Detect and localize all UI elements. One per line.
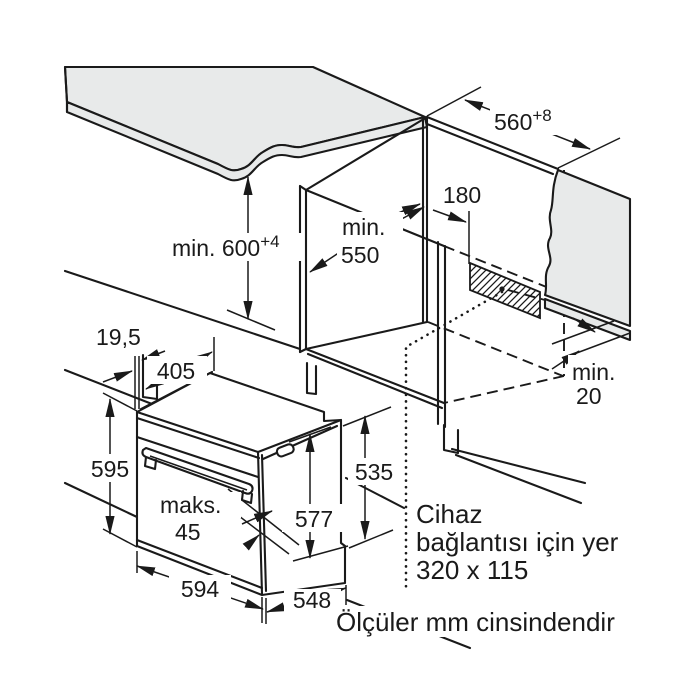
label-niche-depth-2: 550 <box>341 242 379 268</box>
connection-point-dot <box>499 286 505 292</box>
side-grip-recess <box>275 443 295 458</box>
label-backgrounds <box>84 102 635 637</box>
dim-handle-leader <box>241 510 273 525</box>
oven-drawing <box>135 370 347 597</box>
connection-area-hatch <box>469 261 541 320</box>
countertop-left-edge <box>63 65 69 114</box>
connection-note-line2: bağlantısı için yer <box>416 527 619 557</box>
extension-lines <box>102 86 621 624</box>
label-rear-gap-2: 20 <box>576 383 602 409</box>
label-handle-1: maks. <box>160 492 221 518</box>
label-oven-width: 594 <box>181 576 220 602</box>
wall-cutaway <box>543 168 632 358</box>
label-handle-2: 45 <box>175 519 201 545</box>
label-niche-height: min. 600+4 <box>172 232 280 261</box>
oven-door-handle <box>141 446 254 505</box>
label-side-height: 535 <box>355 459 393 485</box>
label-conn-offset: 180 <box>443 182 481 208</box>
dimension-labels: min. 600+4 min. 550 560+8 180 min. 20 19… <box>91 106 616 613</box>
label-oven-height: 595 <box>91 456 129 482</box>
countertop-top-surface <box>63 65 427 172</box>
wall-panel <box>543 168 632 328</box>
label-niche-depth-1: min. <box>342 214 385 240</box>
text-annotations: Cihaz bağlantısı için yer 320 x 115 Ölçü… <box>336 499 619 637</box>
cabinet-legs <box>141 353 587 505</box>
dim-overhang-arrow1 <box>102 370 133 383</box>
label-front-overhang: 19,5 <box>96 324 141 350</box>
dim-rear-gap-arrow1 <box>551 350 580 370</box>
units-footer: Ölçüler mm cinsindendir <box>336 607 615 637</box>
dim-rear-gap-arrow2 <box>572 317 596 333</box>
label-body-height: 577 <box>295 506 333 532</box>
connection-leader-dotted <box>404 290 504 590</box>
connection-area <box>404 261 541 590</box>
label-niche-width: 560+8 <box>494 106 552 135</box>
connection-note-line3: 320 x 115 <box>416 555 528 585</box>
dim-conn-offset-arrow2 <box>432 209 467 223</box>
niche-left-wall <box>298 115 429 354</box>
dim-handle-arrow2 <box>242 534 260 551</box>
label-top-depth: 405 <box>157 358 195 384</box>
connection-note-line1: Cihaz <box>416 499 482 529</box>
label-rear-gap-1: min. <box>572 359 615 385</box>
label-oven-depth: 548 <box>293 587 331 613</box>
countertop <box>63 65 429 182</box>
niche-cabinet <box>141 115 587 505</box>
